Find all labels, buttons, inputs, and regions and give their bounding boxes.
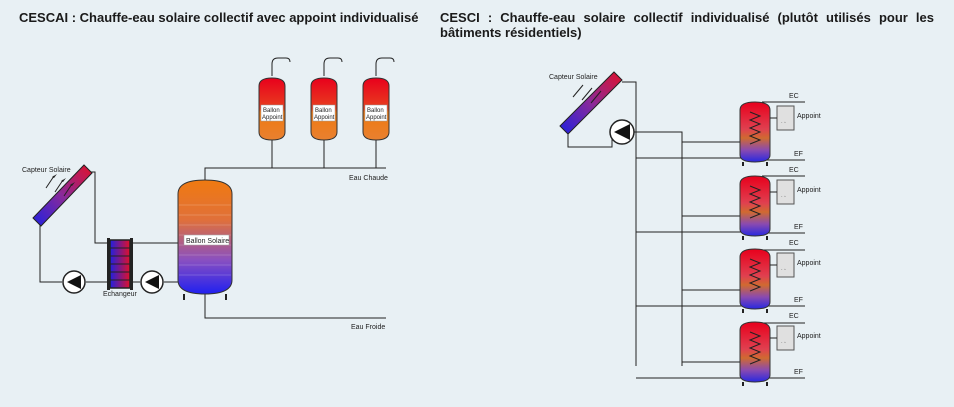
dwelling-tank-2: · ◦ [739,175,795,240]
ef-label-1: EF [794,151,803,158]
ec-label-4: EC [789,313,799,320]
right-collector-outlet [622,81,637,146]
svg-text:· ◦: · ◦ [781,120,786,126]
dwelling-tank-1: · ◦ [739,101,795,166]
cold-water-pipe [204,293,386,319]
appoint-1-label-line2: Appoint [262,115,283,121]
eau-chaude-label: Eau Chaude [349,175,388,182]
right-collector-feed [567,130,613,148]
hot-water-pipe [204,167,386,182]
ec-label-3: EC [789,240,799,247]
appoint-3-label-line1: Ballon [367,108,384,114]
appoint-label-2: Appoint [797,187,821,194]
right-pump [609,119,635,145]
left-capteur-label: Capteur Solaire [22,167,71,174]
right-solar-collector [559,71,623,135]
ballon-appoint-1 [258,77,286,141]
left-diagram-title: CESCAI : Chauffe-eau solaire collectif a… [19,10,419,25]
svg-text:· ◦: · ◦ [781,267,786,273]
ef-label-4: EF [794,369,803,376]
ec-label-2: EC [789,167,799,174]
appoint-2-label-line2: Appoint [314,115,335,121]
collector-outlet-pipe [88,171,107,244]
ec-label-1: EC [789,93,799,100]
dwelling-tank-3: · ◦ [739,248,795,313]
svg-text:· ◦: · ◦ [781,194,786,200]
faucet-2 [323,57,343,76]
heat-exchanger [107,238,133,290]
left-pump-1 [62,270,86,294]
appoint-label-4: Appoint [797,333,821,340]
ef-label-3: EF [794,297,803,304]
ballon-solaire-label: Ballon Solaire [186,238,229,245]
left-pump-2 [140,270,164,294]
svg-text:· ◦: · ◦ [781,340,786,346]
appoint-1-label-line1: Ballon [263,108,280,114]
ballon-appoint-3 [362,77,390,141]
appoint-2-label-line1: Ballon [315,108,332,114]
right-capteur-label: Capteur Solaire [549,74,598,81]
appoint-label-1: Appoint [797,113,821,120]
collector-return-pipe [39,224,62,283]
left-solar-collector [32,164,93,227]
appoint-3-label-line2: Appoint [366,115,387,121]
right-diagram-title: CESCI : Chauffe-eau solaire collectif in… [440,10,934,40]
echangeur-label: Echangeur [103,291,138,298]
ef-label-2: EF [794,224,803,231]
dwelling-tank-4: · ◦ [739,321,795,386]
ballon-appoint-2 [310,77,338,141]
faucet-3 [375,57,395,76]
appoint-label-3: Appoint [797,260,821,267]
ballon-solaire-tank [177,179,233,300]
faucet-1 [271,57,291,76]
eau-froide-label: Eau Froide [351,324,385,331]
